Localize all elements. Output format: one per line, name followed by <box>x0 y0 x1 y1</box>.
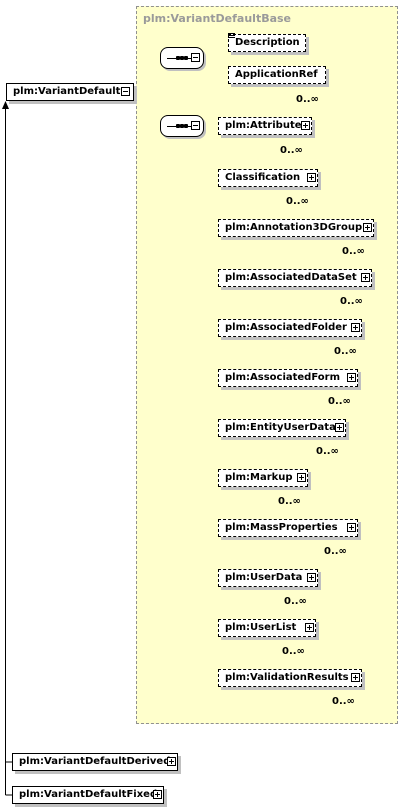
element-description[interactable]: Description <box>228 33 306 52</box>
cardinality-label: 0..∞ <box>328 396 351 407</box>
element-label: ApplicationRef <box>235 69 318 80</box>
element-label: plm:Markup <box>225 472 293 483</box>
element-label: Classification <box>225 172 301 183</box>
cardinality-label: 0..∞ <box>286 196 309 207</box>
element-label: plm:UserList <box>225 622 297 633</box>
derived-type-label: plm:VariantDefaultDerived <box>19 756 171 767</box>
expand-icon[interactable] <box>305 623 314 632</box>
element-label: Description <box>235 37 300 48</box>
root-element-label: plm:VariantDefault <box>13 86 121 97</box>
expand-icon[interactable] <box>301 121 310 130</box>
expand-icon[interactable] <box>297 473 306 482</box>
element-attribute[interactable]: plm:Attribute <box>218 117 312 135</box>
element-associatedfolder[interactable]: plm:AssociatedFolder <box>218 319 362 337</box>
cardinality-label: 0..∞ <box>296 94 319 105</box>
root-element-box[interactable]: plm:VariantDefault <box>6 83 134 101</box>
element-label: plm:AssociatedFolder <box>225 322 347 333</box>
element-userlist[interactable]: plm:UserList <box>218 619 316 637</box>
element-classification[interactable]: Classification <box>218 169 318 187</box>
expand-icon[interactable] <box>347 373 356 382</box>
element-label: plm:AssociatedForm <box>225 372 340 383</box>
cardinality-label: 0..∞ <box>284 596 307 607</box>
cardinality-label: 0..∞ <box>282 646 305 657</box>
expand-icon[interactable] <box>167 757 176 766</box>
expand-icon[interactable] <box>307 173 316 182</box>
sequence-dots-icon <box>169 124 195 128</box>
element-label: plm:Attribute <box>225 120 302 131</box>
element-label: plm:EntityUserData <box>225 422 336 433</box>
element-label: plm:MassProperties <box>225 522 338 533</box>
element-validationresults[interactable]: plm:ValidationResults <box>218 669 362 687</box>
base-type-label: plm:VariantDefaultBase <box>143 12 292 25</box>
element-label: plm:ValidationResults <box>225 672 349 683</box>
derived-type-label: plm:VariantDefaultFixed <box>19 789 158 800</box>
expand-icon[interactable] <box>351 323 360 332</box>
element-markup[interactable]: plm:Markup <box>218 469 308 487</box>
element-label: plm:UserData <box>225 572 303 583</box>
variant-default-base-group: plm:VariantDefaultBase <box>136 6 398 724</box>
expand-icon[interactable] <box>335 423 344 432</box>
element-applicationref[interactable]: ApplicationRef <box>228 66 326 84</box>
derived-type-variantdefaultderived[interactable]: plm:VariantDefaultDerived <box>12 753 178 771</box>
cardinality-label: 0..∞ <box>278 496 301 507</box>
element-associatedform[interactable]: plm:AssociatedForm <box>218 369 358 387</box>
expand-icon[interactable] <box>351 673 360 682</box>
cardinality-label: 0..∞ <box>324 546 347 557</box>
element-label: plm:Annotation3DGroup <box>225 222 363 233</box>
expand-icon[interactable] <box>363 223 372 232</box>
element-associateddataset[interactable]: plm:AssociatedDataSet <box>218 269 372 287</box>
sequence-compositor-two[interactable] <box>160 115 204 137</box>
derived-type-variantdefaultfixed[interactable]: plm:VariantDefaultFixed <box>12 786 164 804</box>
cardinality-label: 0..∞ <box>332 696 355 707</box>
sequence-compositor-one[interactable] <box>160 47 204 69</box>
element-massproperties[interactable]: plm:MassProperties <box>218 519 358 537</box>
collapse-icon[interactable] <box>191 121 200 130</box>
expand-icon[interactable] <box>307 573 316 582</box>
element-annotation3dgroup[interactable]: plm:Annotation3DGroup <box>218 219 374 237</box>
cardinality-label: 0..∞ <box>334 346 357 357</box>
expand-icon[interactable] <box>361 273 370 282</box>
element-label: plm:AssociatedDataSet <box>225 272 357 283</box>
cardinality-label: 0..∞ <box>342 246 365 257</box>
expand-icon[interactable] <box>347 523 356 532</box>
cardinality-label: 0..∞ <box>316 446 339 457</box>
sequence-dots-icon <box>169 56 195 60</box>
expand-icon[interactable] <box>153 790 162 799</box>
collapse-icon[interactable] <box>121 87 130 96</box>
documentation-icon <box>228 33 235 39</box>
cardinality-label: 0..∞ <box>280 145 303 156</box>
cardinality-label: 0..∞ <box>340 296 363 307</box>
element-userdata[interactable]: plm:UserData <box>218 569 318 587</box>
element-entityuserdata[interactable]: plm:EntityUserData <box>218 419 346 437</box>
collapse-icon[interactable] <box>191 53 200 62</box>
